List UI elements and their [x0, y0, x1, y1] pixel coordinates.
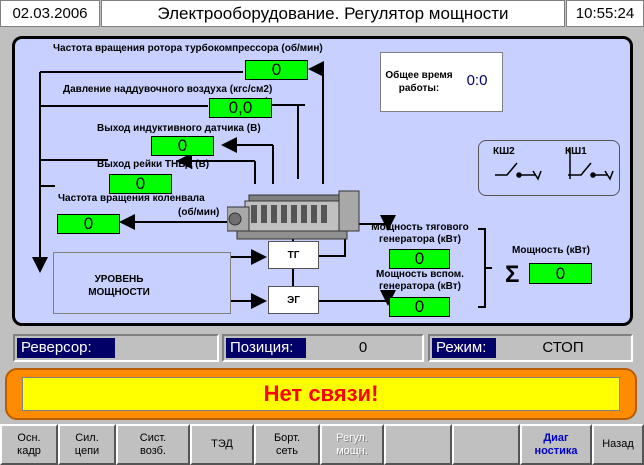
- reverser-label: Реверсор:: [17, 338, 115, 358]
- power-level-label-2: МОЩНОСТИ: [88, 287, 150, 298]
- total-time-label-2: работы:: [398, 83, 440, 94]
- alert-banner: Нет связи!: [5, 368, 637, 420]
- aux-gen-label: Мощность вспом. генератора (кВт): [376, 269, 464, 292]
- tg-block: ТГ: [268, 241, 319, 269]
- crankshaft-speed-label: Частота вращения коленвала: [58, 193, 205, 204]
- traction-gen-label: Мощность тягового генератора (кВт): [371, 222, 469, 245]
- diesel-engine-icon: [227, 190, 360, 240]
- power-regulator-button[interactable]: Регул.мощн.: [320, 424, 384, 465]
- inductive-sensor-value: 0: [151, 136, 214, 156]
- switch-ksh2-label: КШ2: [493, 146, 515, 157]
- mode-label: Режим:: [432, 338, 496, 358]
- power-regulator-panel: Частота вращения ротора турбокомпрессора…: [12, 36, 633, 326]
- total-time-box: Общее время работы: 0:0: [380, 52, 503, 112]
- position-value: 0: [358, 339, 368, 356]
- switch-ksh1-label: КШ1: [565, 146, 587, 157]
- boost-pressure-value: 0,0: [209, 98, 272, 118]
- boost-pressure-label: Давление наддувочного воздуха (кгс/см2): [63, 84, 273, 95]
- tnvd-rack-value: 0: [109, 174, 172, 194]
- traction-gen-value: 0: [389, 249, 450, 269]
- turbo-speed-value: 0: [245, 60, 308, 80]
- sigma-icon: Σ: [505, 261, 520, 288]
- alert-message: Нет связи!: [22, 377, 620, 411]
- main-frame-button[interactable]: Осн.кадр: [0, 424, 58, 465]
- blank-button-2[interactable]: [452, 424, 520, 465]
- crankshaft-speed-unit: (об/мин): [178, 207, 220, 218]
- onboard-network-button[interactable]: Борт.сеть: [254, 424, 320, 465]
- crankshaft-speed-value: 0: [57, 214, 120, 234]
- power-level-box: УРОВЕНЬ МОЩНОСТИ: [53, 252, 231, 314]
- excitation-system-button[interactable]: Сист.возб.: [116, 424, 190, 465]
- header-time: 10:55:24: [566, 0, 644, 27]
- aux-gen-value: 0: [389, 297, 450, 317]
- turbo-speed-label: Частота вращения ротора турбокомпрессора…: [53, 43, 323, 54]
- eg-block: ЭГ: [268, 286, 319, 314]
- back-button[interactable]: Назад: [592, 424, 644, 465]
- ted-button[interactable]: ТЭД: [190, 424, 254, 465]
- position-label: Позиция:: [226, 338, 306, 358]
- inductive-sensor-label: Выход индуктивного датчика (В): [97, 123, 261, 134]
- reverser-value: [117, 338, 215, 358]
- switch-schematic: [495, 148, 614, 181]
- total-power-label: Мощность (кВт): [512, 245, 590, 256]
- mode-value: СТОП: [542, 339, 584, 356]
- page-title: Электрооборудование. Регулятор мощности: [101, 0, 565, 27]
- position-field: Позиция: 0: [222, 334, 424, 362]
- total-time-label: Общее время: [385, 70, 453, 81]
- total-time-value: 0:0: [466, 72, 488, 89]
- power-circuits-button[interactable]: Сил.цепи: [58, 424, 116, 465]
- power-level-label: УРОВЕНЬ: [94, 274, 144, 285]
- reverser-field: Реверсор:: [13, 334, 219, 362]
- total-power-value: 0: [529, 263, 592, 284]
- tnvd-rack-label: Выход рейки ТНВД (В): [97, 159, 210, 170]
- mode-field: Режим: СТОП: [428, 334, 633, 362]
- blank-button-1[interactable]: [384, 424, 452, 465]
- header-date: 02.03.2006: [0, 0, 100, 27]
- signal-wires: [32, 61, 614, 309]
- switch-panel: КШ2 КШ1: [478, 140, 620, 196]
